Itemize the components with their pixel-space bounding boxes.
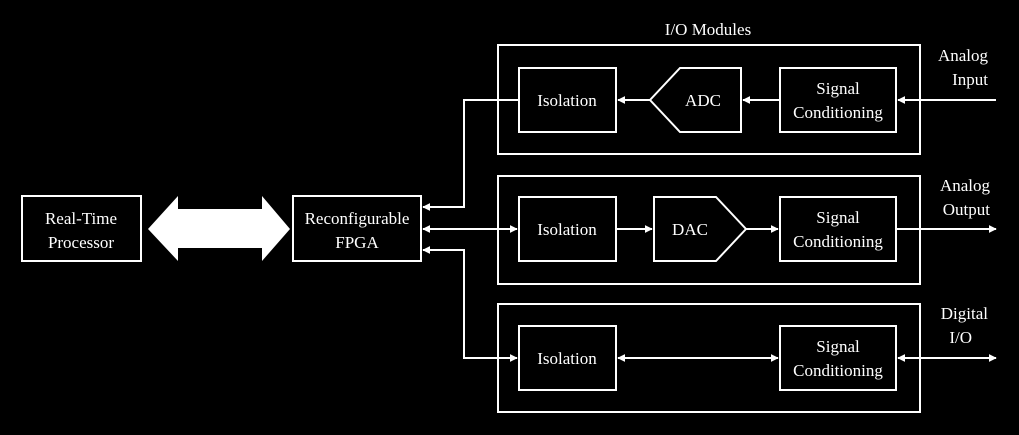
processor-fpga-double-arrow xyxy=(148,196,290,261)
signal-conditioning-block-input: Signal Conditioning xyxy=(779,67,897,133)
arrow-isolation-to-fpga xyxy=(422,99,519,211)
isolation-label: Isolation xyxy=(537,91,597,110)
digital-io-label-line1: Digital xyxy=(941,304,988,323)
isolation-block-output: Isolation xyxy=(518,196,617,262)
isolation-label: Isolation xyxy=(537,349,597,368)
digital-io-label-line2: I/O xyxy=(949,328,972,347)
adc-label: ADC xyxy=(685,91,721,110)
dac-block: DAC xyxy=(653,196,748,262)
signal-conditioning-line2: Conditioning xyxy=(793,232,883,251)
fpga-label-line2: FPGA xyxy=(335,233,379,252)
signal-conditioning-block-digital: Signal Conditioning xyxy=(779,325,897,391)
dac-label: DAC xyxy=(672,220,708,239)
signal-conditioning-line2: Conditioning xyxy=(793,361,883,380)
fpga-block: Reconfigurable FPGA xyxy=(292,195,422,262)
isolation-block-digital: Isolation xyxy=(518,325,617,391)
isolation-label: Isolation xyxy=(537,220,597,239)
io-modules-title: I/O Modules xyxy=(665,20,751,39)
signal-conditioning-block-output: Signal Conditioning xyxy=(779,196,897,262)
analog-input-label-line1: Analog xyxy=(938,46,989,65)
adc-block: ADC xyxy=(648,67,742,133)
fpga-label-line1: Reconfigurable xyxy=(305,209,410,228)
arrow-fpga-digital-bidirectional xyxy=(422,246,518,362)
signal-conditioning-line1: Signal xyxy=(816,337,860,356)
signal-conditioning-line1: Signal xyxy=(816,208,860,227)
analog-input-label-line2: Input xyxy=(952,70,988,89)
processor-label-line1: Real-Time xyxy=(45,209,117,228)
signal-conditioning-line2: Conditioning xyxy=(793,103,883,122)
analog-output-label-line2: Output xyxy=(943,200,991,219)
real-time-processor-block: Real-Time Processor xyxy=(21,195,142,262)
signal-conditioning-line1: Signal xyxy=(816,79,860,98)
analog-output-label-line1: Analog xyxy=(940,176,991,195)
processor-label-line2: Processor xyxy=(48,233,114,252)
isolation-block-input: Isolation xyxy=(518,67,617,133)
